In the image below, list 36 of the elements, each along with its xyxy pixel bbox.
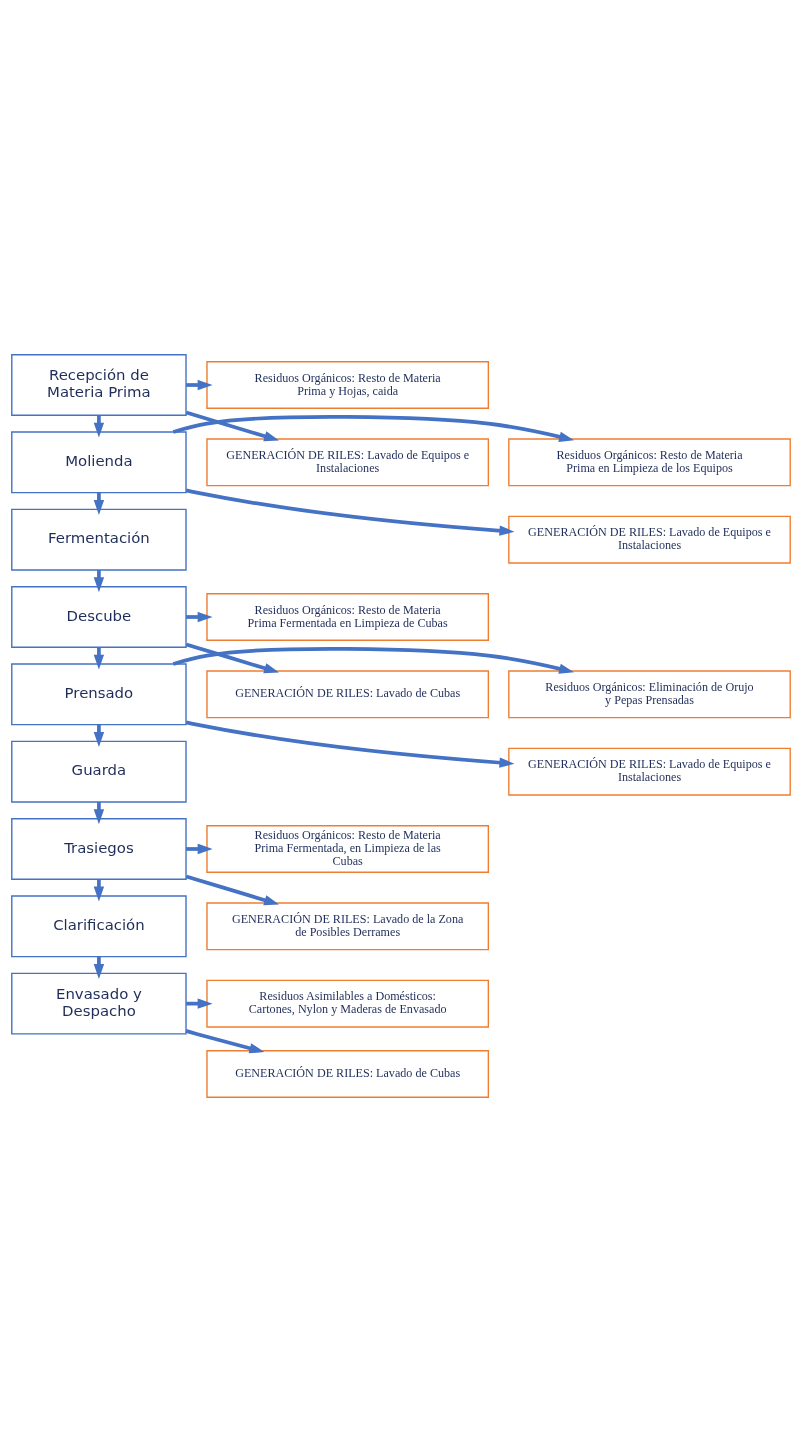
node-box: GENERACIÓN DE RILES: Lavado de Equipos e Instalaciones <box>206 438 490 487</box>
node-box: Residuos Orgánicos: Eliminación de Orujo y Pepas Prensadas <box>508 670 791 719</box>
arrow <box>185 1029 265 1054</box>
arrow <box>93 879 105 902</box>
node-box: Residuos Orgánicos: Resto de Materia Prima en Limpieza de los Equipos <box>508 438 791 487</box>
arrow <box>186 379 213 391</box>
node-box: Envasado y Despacho <box>11 972 187 1035</box>
arrow <box>93 647 105 670</box>
node-box: GENERACIÓN DE RILES: Lavado de Equipos e Instalaciones <box>508 515 791 564</box>
node-box: Clarificación <box>11 895 187 958</box>
arrow <box>172 415 575 442</box>
node-box: GENERACIÓN DE RILES: Lavado de la Zona de Posibles Derrames <box>206 902 490 951</box>
node-box: Descube <box>11 586 187 648</box>
arrow <box>93 415 105 438</box>
node-box: Recepción de Materia Prima <box>11 354 187 416</box>
node-box: Residuos Orgánicos: Resto de Materia Prima y Hojas, caida <box>206 361 490 409</box>
node-box: Prensado <box>11 663 187 726</box>
node-box: Fermentación <box>11 508 187 571</box>
node-box: GENERACIÓN DE RILES: Lavado de Cubas <box>206 1050 490 1098</box>
node-box: Molienda <box>11 431 187 494</box>
node-box: Residuos Orgánicos: Resto de Materia Prima Fermentada en Limpieza de Cubas <box>206 593 490 641</box>
arrow <box>185 488 515 536</box>
arrow <box>185 874 280 906</box>
node-box: GENERACIÓN DE RILES: Lavado de Equipos e Instalaciones <box>508 747 791 796</box>
node-box: Residuos Asimilables a Domésticos: Cartones, Nylon y Maderas de Envasado <box>206 979 490 1028</box>
arrow <box>185 720 515 768</box>
arrow <box>186 611 213 623</box>
arrow <box>172 647 575 674</box>
arrow <box>186 998 213 1009</box>
arrow <box>185 410 280 442</box>
node-box: Trasiegos <box>11 818 187 880</box>
node-box: Guarda <box>11 740 187 803</box>
node-box: GENERACIÓN DE RILES: Lavado de Cubas <box>206 670 490 719</box>
arrow <box>185 642 280 674</box>
node-box: Residuos Orgánicos: Resto de Materia Prima Fermentada, en Limpieza de las Cubas <box>206 825 490 873</box>
arrow <box>186 843 213 855</box>
